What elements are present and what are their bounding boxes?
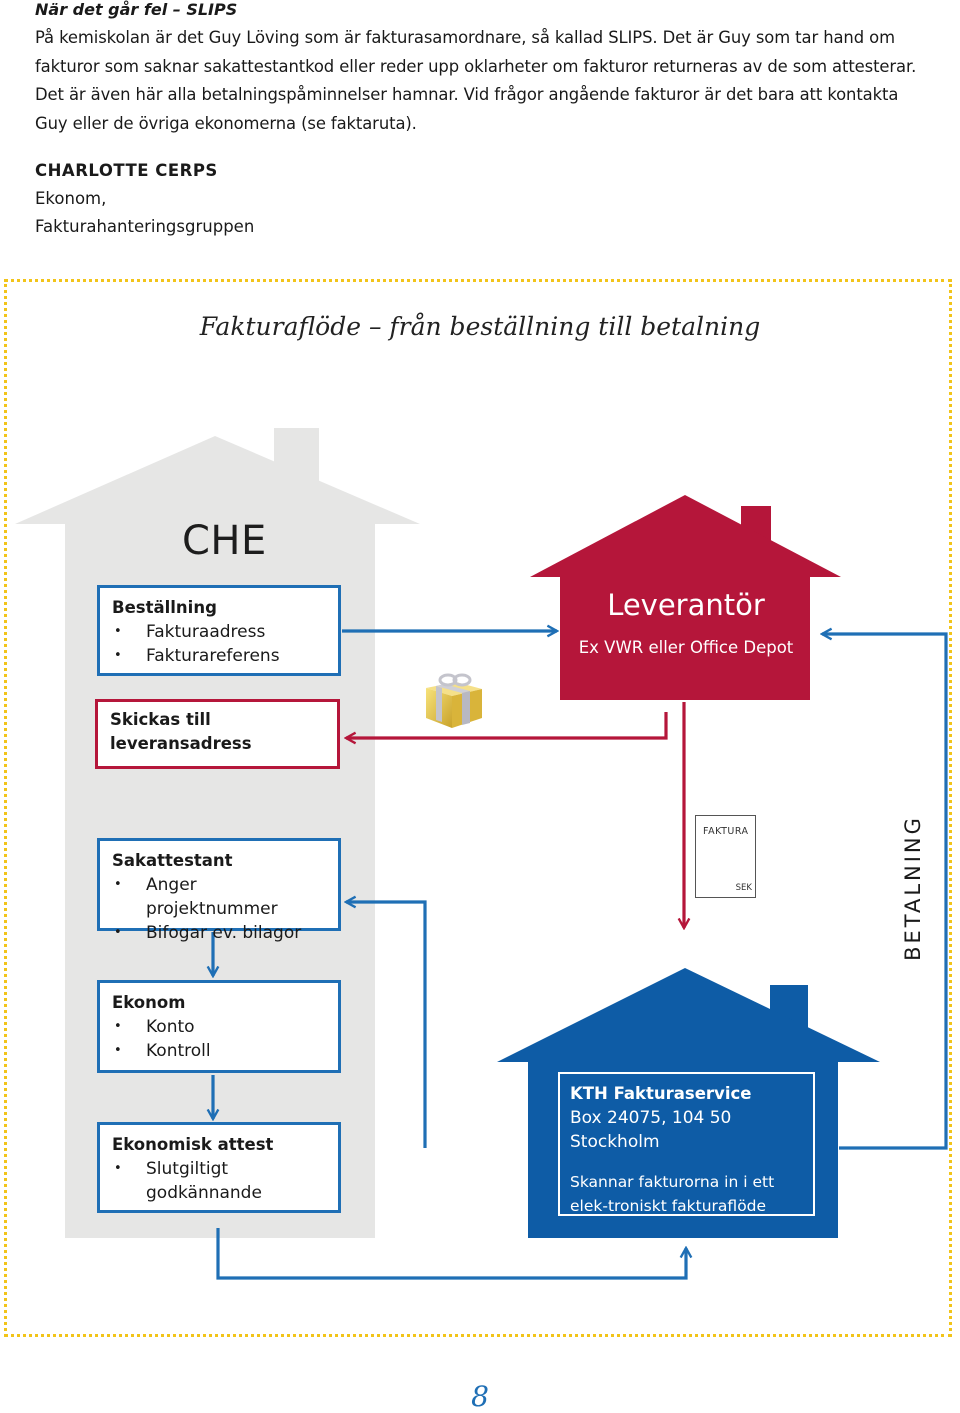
diagram-frame <box>4 279 952 1337</box>
kth-house <box>497 968 880 1238</box>
ekonomisk-attest-item: Slutgiltigt <box>112 1157 326 1181</box>
che-label: CHE <box>182 518 267 564</box>
sakattestant-box: Sakattestant Anger projektnummer Bifogar… <box>97 838 341 945</box>
ekonom-item: Kontroll <box>112 1039 326 1063</box>
leverantor-title: Leverantör <box>607 588 765 622</box>
ekonom-title: Ekonom <box>112 993 186 1012</box>
bestallning-title: Beställning <box>112 598 217 617</box>
kth-info-box: KTH Fakturaservice Box 24075, 104 50 Sto… <box>558 1072 815 1216</box>
bestallning-item: Fakturareferens <box>112 644 326 668</box>
skickas-line2: leveransadress <box>110 734 252 753</box>
betalning-label: BETALNING <box>901 815 925 961</box>
author-role-line2: Fakturahanteringsgruppen <box>35 217 255 236</box>
intro-paragraph: På kemiskolan är det Guy Löving som är f… <box>35 28 917 133</box>
delivery-arrow <box>346 712 668 738</box>
leverantor-subtitle: Ex VWR eller Office Depot <box>578 638 794 657</box>
bestallning-box: Beställning Fakturaadress Fakturareferen… <box>97 585 341 676</box>
sakattestant-title: Sakattestant <box>112 851 233 870</box>
author-block: CHARLOTTE CERPS Ekonom, Fakturahantering… <box>35 157 254 241</box>
invoice-currency: SEK <box>735 883 752 893</box>
author-name: CHARLOTTE CERPS <box>35 161 218 180</box>
skickas-box: Skickas till leveransadress <box>95 699 340 769</box>
ekonomisk-attest-title: Ekonomisk attest <box>112 1135 274 1154</box>
kth-description: Skannar fakturorna in i ett elek-tronisk… <box>570 1173 775 1215</box>
ekonomisk-attest-item-cont: godkännande <box>146 1183 262 1203</box>
kth-address: Box 24075, 104 50 Stockholm <box>570 1108 732 1152</box>
kth-title: KTH Fakturaservice <box>570 1084 752 1103</box>
intro-heading: När det går fel – SLIPS <box>35 0 238 19</box>
bestallning-item: Fakturaadress <box>112 620 326 644</box>
page-number: 8 <box>471 1380 489 1413</box>
invoice-return-arrow <box>346 902 427 1148</box>
ekonom-box: Ekonom Konto Kontroll <box>97 980 341 1073</box>
author-role-line1: Ekonom, <box>35 189 107 208</box>
diagram-title: Fakturaflöde – från beställning till bet… <box>199 312 761 341</box>
sakattestant-item: Anger projektnummer <box>112 873 326 921</box>
intro-section: När det går fel – SLIPS På kemiskolan är… <box>35 0 935 138</box>
leverantor-house <box>530 495 841 700</box>
sakattestant-item: Bifogar ev. bilagor <box>112 921 326 945</box>
payment-arrow <box>822 634 948 1150</box>
skickas-line1: Skickas till <box>110 710 211 729</box>
invoice-document-icon: FAKTURA SEK <box>695 815 756 898</box>
attest-to-kth-arrow <box>216 1228 686 1280</box>
gift-icon <box>426 673 482 728</box>
ekonom-item: Konto <box>112 1015 326 1039</box>
invoice-title: FAKTURA <box>703 826 749 837</box>
ekonomisk-attest-box: Ekonomisk attest Slutgiltigt godkännande <box>97 1122 341 1213</box>
